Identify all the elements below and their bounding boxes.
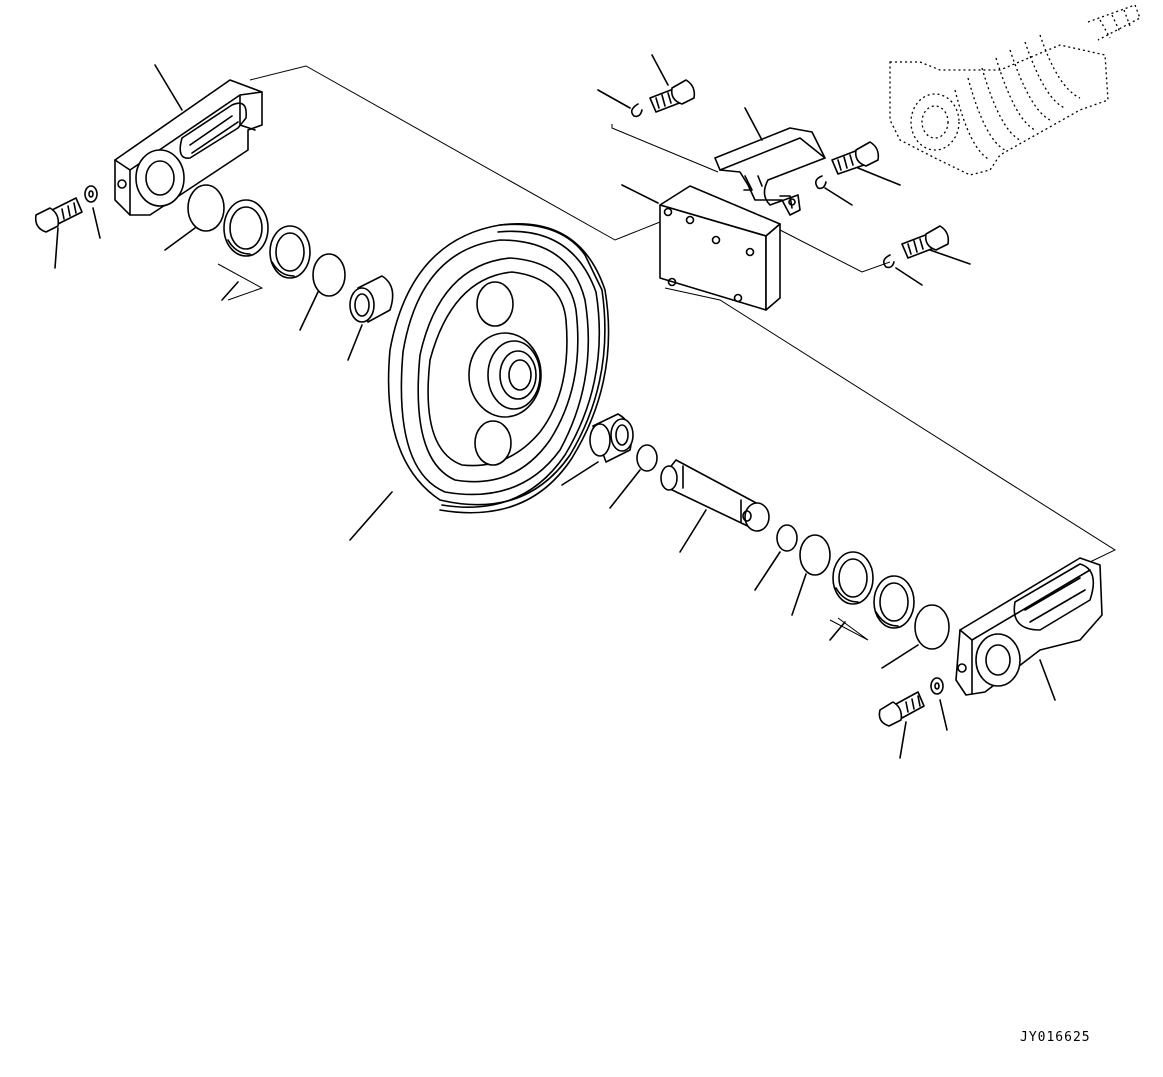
leader-right-seals: [830, 622, 845, 640]
leader-right-o-ring: [792, 574, 806, 615]
leader-guard-side-bolt: [858, 168, 900, 185]
leader-guard-plate: [745, 108, 762, 140]
leader-left-seals: [222, 282, 238, 300]
leader-guard-top-bolt: [652, 55, 668, 85]
guard-top-bolt: [650, 80, 694, 112]
leader-left-washer: [93, 208, 100, 238]
leader-idler-wheel: [350, 492, 392, 540]
right-bearing-bracket: [956, 558, 1102, 695]
block-washer: [884, 255, 894, 267]
left-bushing: [350, 276, 393, 322]
leader-block-washer: [896, 268, 922, 285]
right-inner-o-ring: [637, 445, 657, 471]
leader-guard-top-washer: [598, 90, 630, 108]
right-seal-pair: [833, 552, 914, 628]
guard-plate: [715, 128, 825, 215]
leader-left-o-ring: [165, 228, 195, 250]
leader-idler-shaft: [680, 510, 706, 552]
leader-right-inner-o-ring: [610, 470, 640, 508]
leader-right-washer: [940, 700, 947, 730]
left-mount-bolt: [36, 198, 82, 232]
leader-block-bolt: [930, 250, 970, 264]
recoil-spring-assembly: [890, 5, 1140, 175]
leader-left-bracket: [155, 65, 182, 110]
left-bearing-bracket: [115, 80, 262, 215]
guard-top-washer: [632, 104, 642, 116]
idler-wheel: [389, 224, 609, 513]
right-mount-washer: [931, 678, 943, 694]
left-seal-pair: [224, 200, 310, 278]
idler-shaft: [661, 460, 769, 531]
left-mount-washer: [85, 186, 97, 202]
drawing-code: JY016625: [1020, 1030, 1091, 1045]
leader-right-bolt: [900, 722, 906, 758]
assembly-lines: [218, 66, 1115, 640]
leader-right-bushing: [562, 462, 598, 485]
leader-right-bracket: [1040, 660, 1055, 700]
left-inner-o-ring: [313, 254, 345, 296]
leader-left-inner-o-ring: [300, 292, 318, 330]
leader-left-bolt: [55, 228, 58, 268]
guard-side-washer: [816, 176, 826, 188]
leader-right-outer-o-ring: [882, 645, 918, 668]
leader-right-small-o-ring: [755, 552, 780, 590]
right-mount-bolt: [879, 692, 924, 726]
right-o-ring: [800, 535, 830, 575]
leader-guard-side-washer: [825, 188, 852, 205]
guard-side-bolt: [832, 142, 878, 174]
leader-yoke-block: [622, 185, 658, 203]
right-outer-o-ring: [915, 605, 949, 649]
left-o-ring: [188, 185, 224, 231]
yoke-block: [660, 186, 780, 310]
right-small-o-ring: [777, 525, 797, 551]
leader-left-bushing: [348, 325, 362, 360]
right-bushing: [590, 414, 633, 462]
block-bolt: [902, 226, 948, 258]
